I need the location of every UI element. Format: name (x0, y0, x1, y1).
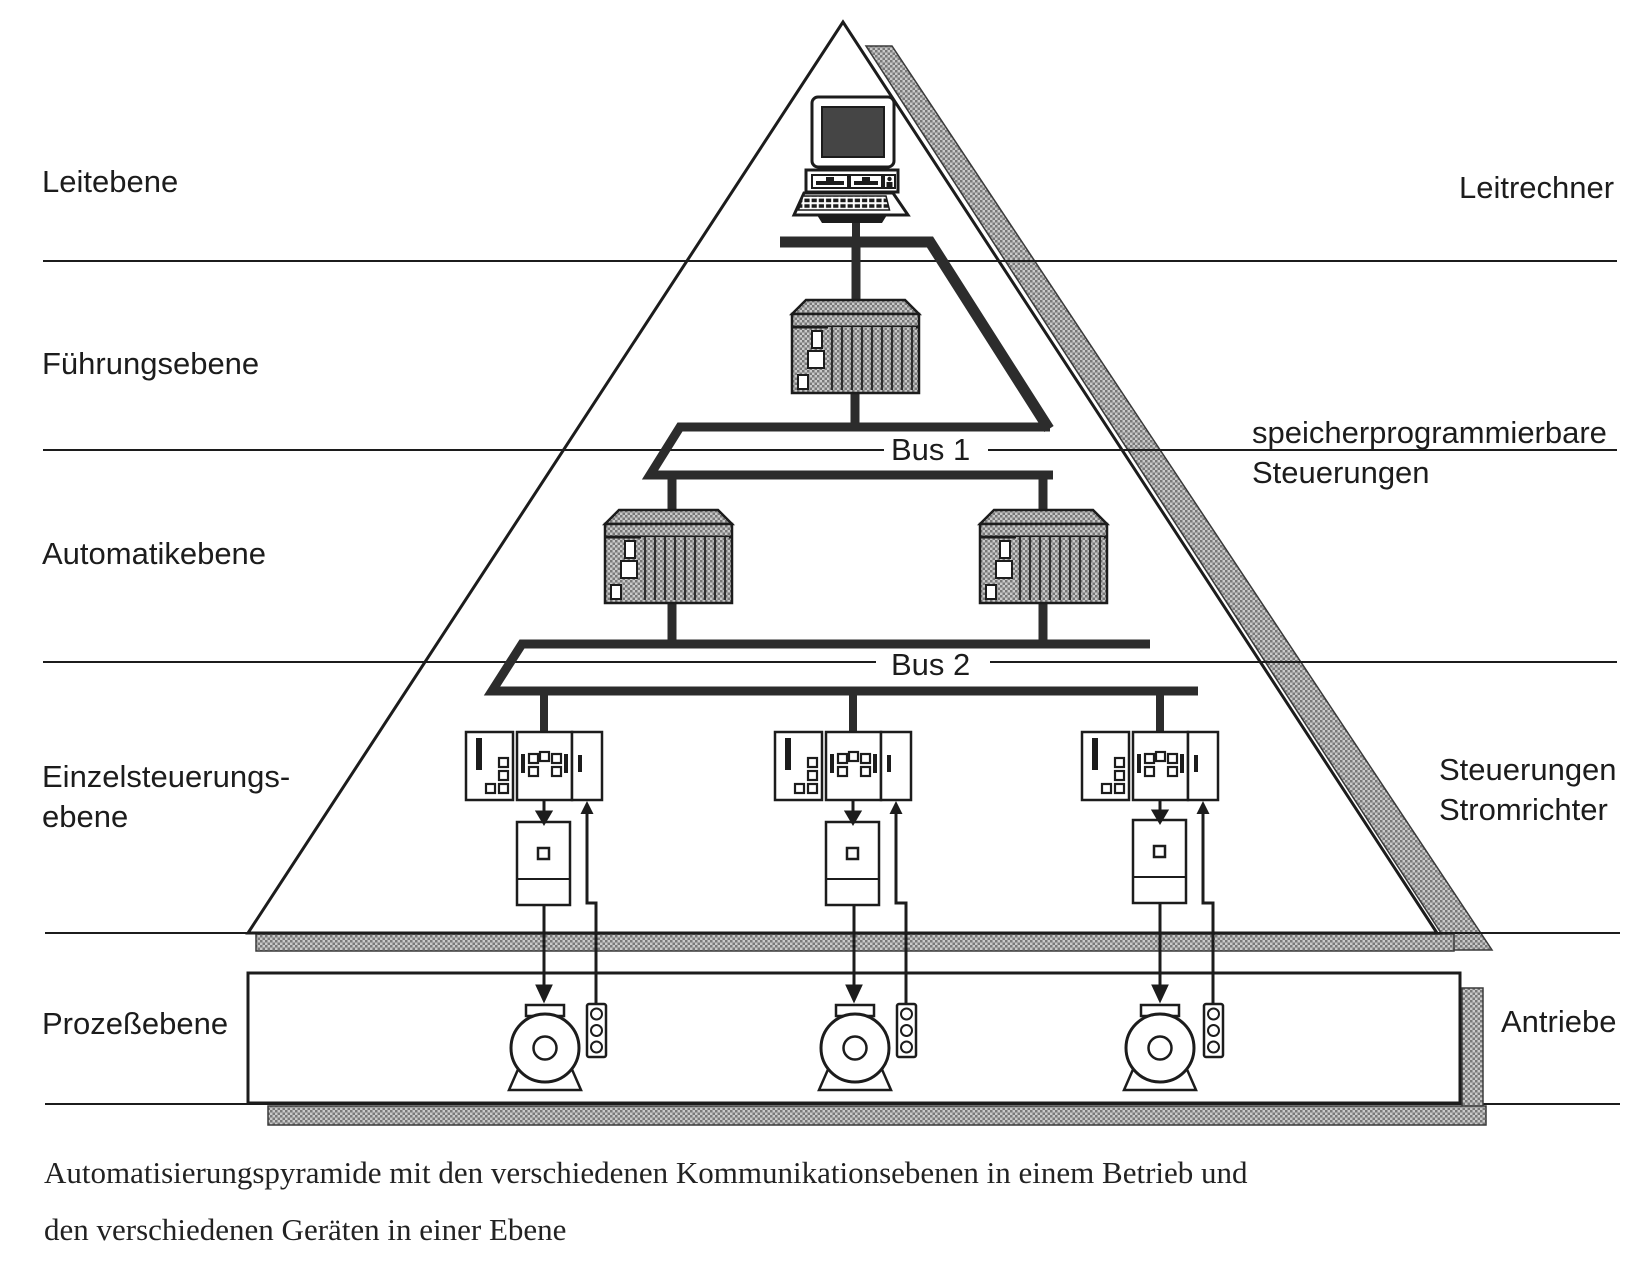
converter-to-motor-arrows (535, 903, 1169, 1004)
label-einzelsteuerungsebene-line2: ebene (42, 799, 129, 835)
label-stromrichter: Stromrichter (1439, 792, 1608, 828)
caption-line2: den verschiedenen Geräten in einer Ebene (44, 1212, 567, 1247)
control-to-converter-arrows (534, 801, 1170, 826)
label-fuehrungsebene: Führungsebene (42, 346, 260, 381)
tacho-3 (1202, 1002, 1225, 1059)
plc-icon-automatik-right (978, 508, 1109, 605)
caption-line1: Automatisierungspyramide mit den verschi… (44, 1155, 1248, 1190)
label-automatikebene: Automatikebene (42, 536, 267, 571)
plc-icon-automatik-left (603, 508, 734, 605)
converter-3 (1131, 818, 1188, 905)
label-sps-line1: speicherprogrammierbare (1252, 415, 1607, 450)
converter-1 (515, 820, 572, 907)
control-group-3 (1080, 730, 1220, 802)
tacho-2 (895, 1002, 918, 1059)
control-group-2 (773, 730, 913, 802)
control-group-1 (464, 730, 604, 802)
label-antriebe: Antriebe (1501, 1004, 1617, 1039)
label-sps-line2: Steuerungen (1252, 455, 1430, 491)
bus2-bar (483, 639, 1198, 696)
plc-icon-fuehrungsebene (790, 298, 921, 395)
label-sps: speicherprogrammierbare Steuerungen (1252, 413, 1607, 494)
label-prozessebene: Prozeßebene (42, 1006, 229, 1041)
label-leitrechner: Leitrechner (1459, 170, 1615, 205)
bus-network (483, 218, 1198, 733)
label-bus1: Bus 1 (891, 432, 971, 467)
tacho-feedback-lines (580, 801, 1215, 1005)
pyramid-outline (245, 19, 1440, 935)
label-einzelsteuerungsebene: Einzelsteuerungs- ebene (42, 757, 290, 838)
label-steuerungen: Steuerungen (1439, 752, 1617, 787)
tacho-1 (585, 1002, 608, 1059)
label-steuerungen-stromrichter: Steuerungen Stromrichter (1439, 750, 1617, 831)
converter-2 (824, 820, 881, 907)
bus1-bar (641, 422, 1053, 480)
label-bus2: Bus 2 (891, 647, 971, 682)
label-einzelsteuerungsebene-line1: Einzelsteuerungs- (42, 759, 291, 794)
leitrechner-computer-icon (791, 95, 911, 223)
leitrechner-drop-line (780, 236, 1054, 432)
label-leitebene: Leitebene (42, 164, 179, 199)
